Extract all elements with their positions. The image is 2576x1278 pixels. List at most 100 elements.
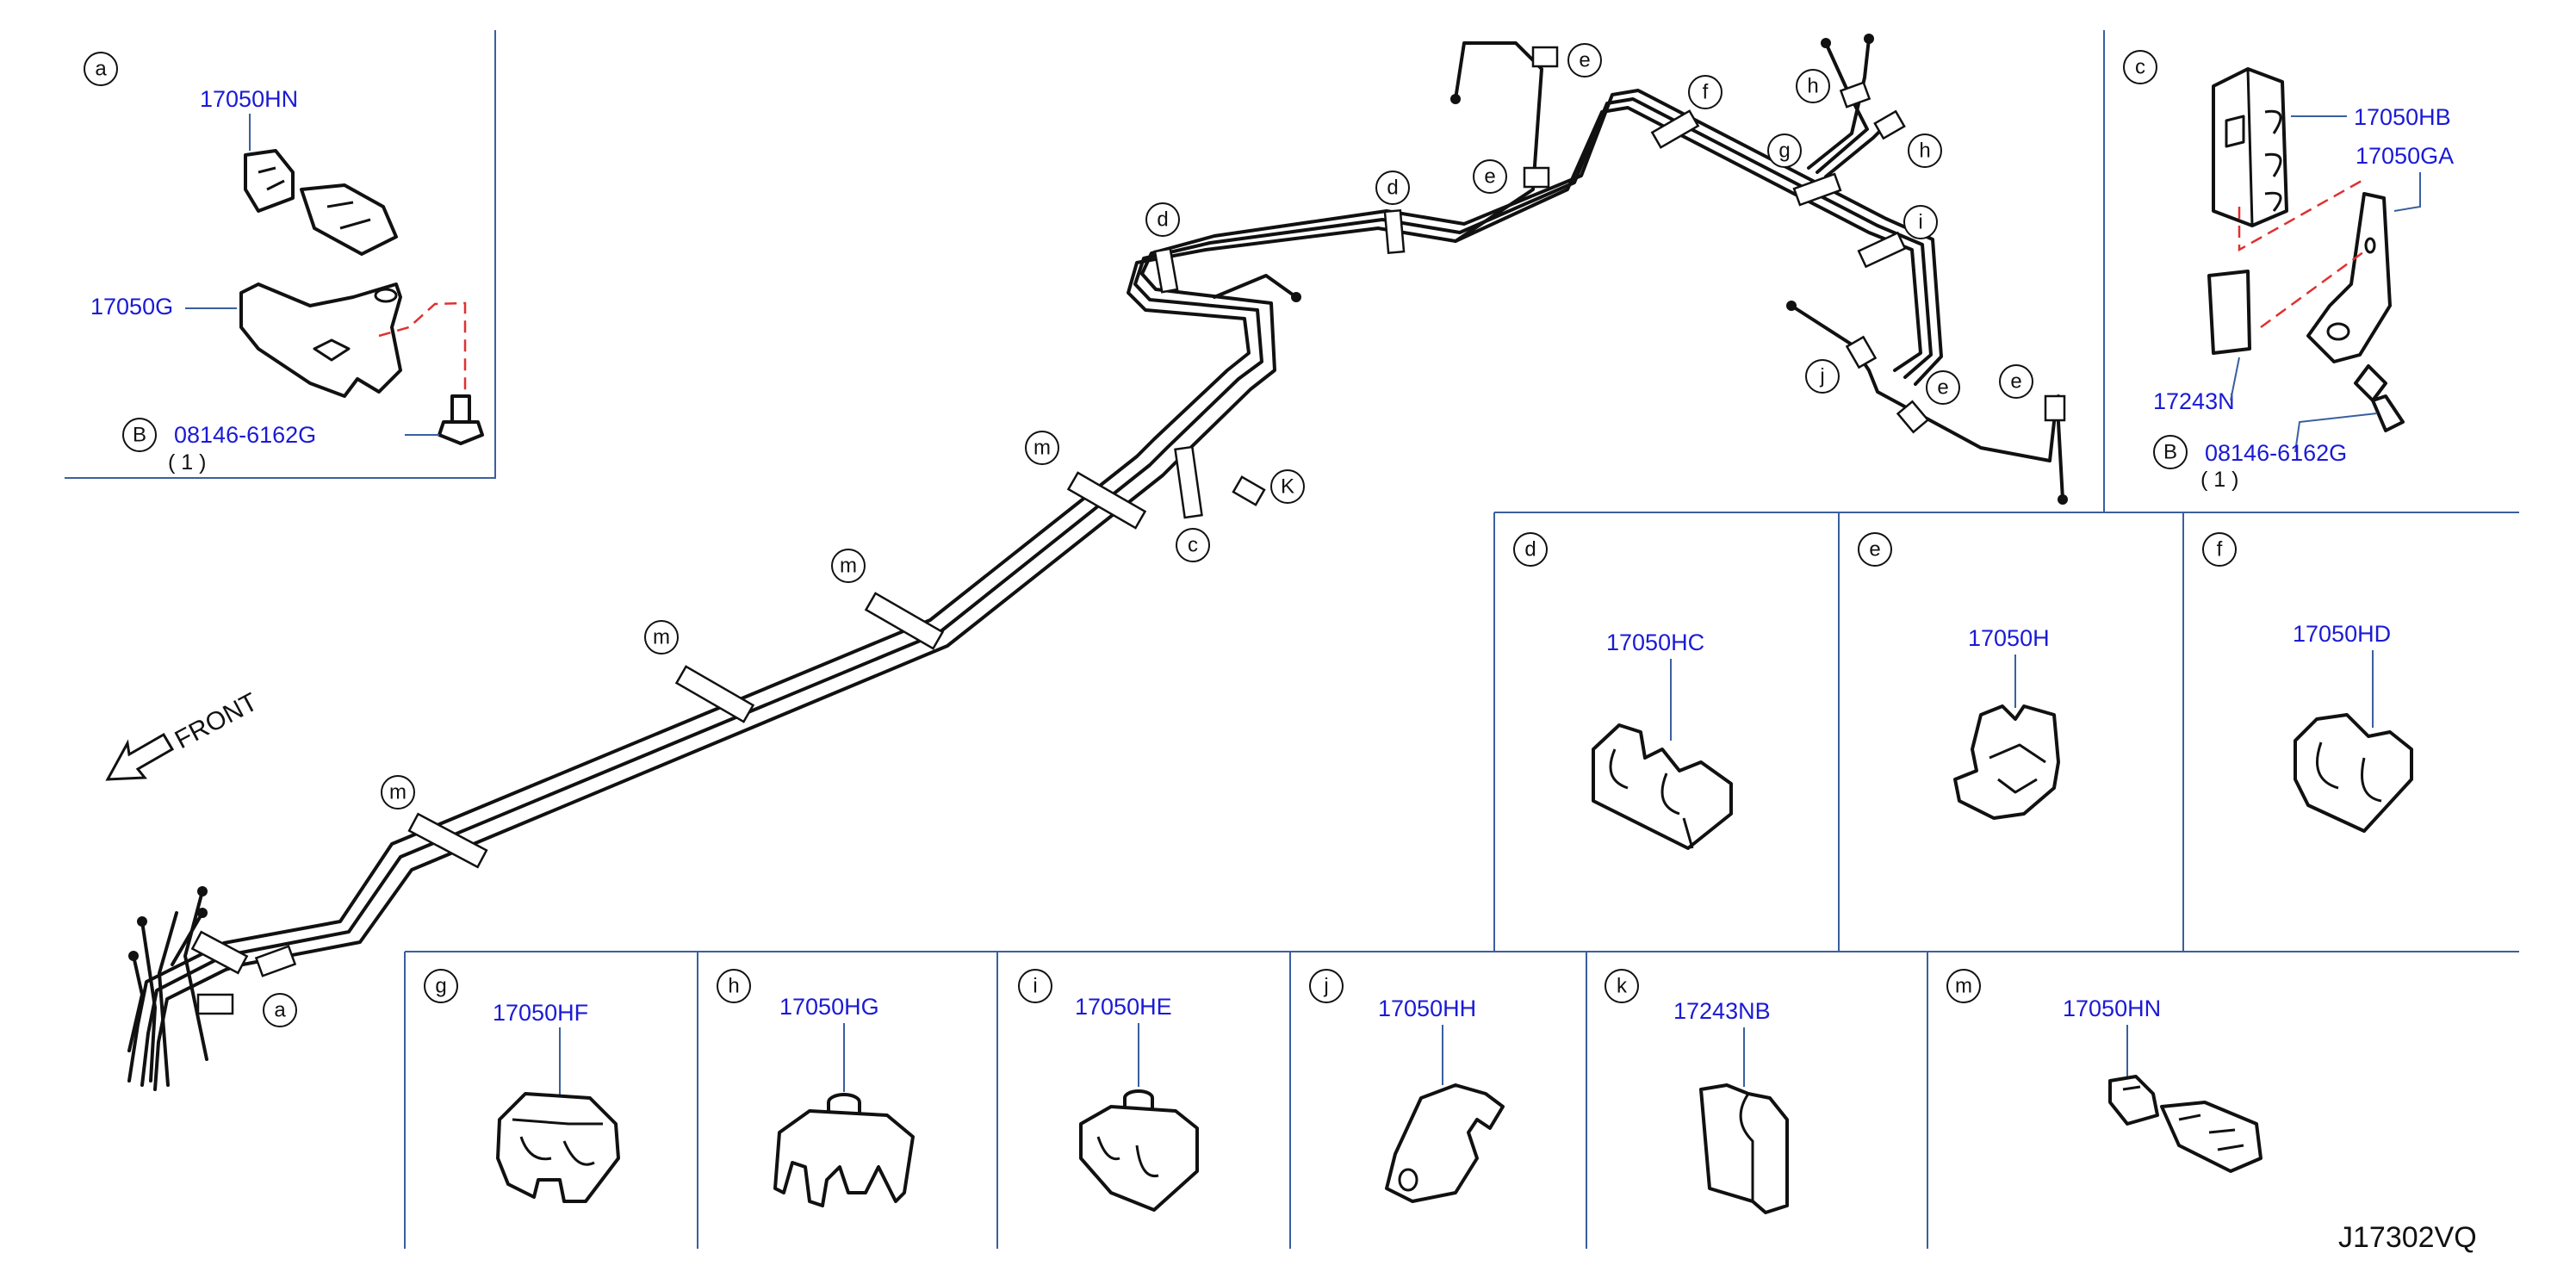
panel-c-callout: c: [2135, 56, 2145, 79]
pipe-end: [1291, 292, 1301, 302]
pipe-end: [1450, 94, 1461, 104]
pipe-clip-g: [1792, 172, 1842, 207]
pipe-clip-h: [1873, 109, 1906, 140]
clip-17050he-icon: [1079, 1089, 1199, 1212]
panels-bottom-frame: [404, 951, 2519, 1249]
svg-text:g: g: [1778, 140, 1790, 163]
callout-m: m: [381, 775, 415, 810]
vent-line: [1213, 274, 1298, 299]
bolt-callout: B: [2163, 441, 2177, 464]
svg-text:j: j: [1819, 365, 1824, 388]
callout-m: m: [1025, 431, 1059, 465]
part-number: 17050G: [90, 294, 173, 320]
callout-e: e: [1999, 364, 2033, 399]
part-number: 17050HN: [200, 86, 298, 112]
svg-text:e: e: [1579, 49, 1590, 72]
part-number: 17050HD: [2293, 621, 2391, 647]
panel-h: h 17050HG: [717, 969, 915, 1207]
callout-k: K: [1270, 469, 1305, 504]
callout-g: g: [1767, 133, 1802, 168]
panel-a-frame: [65, 30, 496, 479]
panel-e-callout: e: [1869, 538, 1880, 561]
panel-k-callout: k: [1617, 975, 1628, 998]
pipe-end: [128, 951, 139, 961]
callout-h: h: [1908, 133, 1942, 168]
callout-h: h: [1796, 69, 1830, 103]
bolt-quantity: ( 1 ): [2200, 468, 2238, 492]
panel-g: g 17050HF: [424, 969, 620, 1203]
panel-i-callout: i: [1033, 975, 1037, 998]
fuel-pipe-2: [140, 97, 1933, 1087]
svg-text:h: h: [1919, 140, 1930, 163]
bolt-part-number: 08146-6162G: [2205, 440, 2347, 466]
svg-text:d: d: [1157, 208, 1168, 232]
pipe-end: [2058, 494, 2068, 505]
bracket-17050ga-icon: [2306, 192, 2392, 363]
part-number: 17050HC: [1606, 630, 1704, 655]
svg-text:m: m: [653, 626, 670, 649]
callout-e: e: [1567, 43, 1602, 78]
fuel-pipe-assembly: [127, 34, 2068, 1091]
part-number: 17050HH: [1378, 996, 1476, 1021]
pipe-clip-i: [1857, 231, 1907, 269]
pipe-clip-j: [1845, 335, 1878, 369]
panel-a: a 17050HN 17050G B 08146-6162G ( 1 ): [84, 52, 484, 475]
panel-a-callout: a: [95, 58, 107, 81]
panel-j-callout: j: [1323, 975, 1328, 998]
callout-d: d: [1145, 202, 1180, 237]
clip-17050hd-icon: [2294, 713, 2413, 833]
pipe-clip-d: [1383, 208, 1406, 255]
pipe-clip-h: [1839, 81, 1871, 109]
clip-17050hh-icon: [1385, 1083, 1505, 1203]
callout-e: e: [1473, 159, 1507, 194]
callout-a: a: [263, 993, 297, 1027]
bolt-icon: [438, 394, 484, 445]
clip-17050hc-icon: [1592, 723, 1733, 850]
pipe-end: [137, 916, 147, 927]
pipe-clip-m: [1066, 471, 1147, 530]
svg-text:K: K: [1281, 475, 1294, 499]
svg-text:h: h: [1807, 75, 1818, 98]
svg-text:m: m: [1034, 437, 1051, 460]
panel-g-callout: g: [435, 975, 446, 998]
clip-17050hn-icon: [2108, 1075, 2263, 1173]
svg-text:d: d: [1387, 177, 1398, 200]
pipe-clip-e: [1523, 166, 1550, 189]
branch-j: [1790, 304, 2064, 501]
diagram-code: J17302VQ: [2338, 1221, 2477, 1254]
fuel-pipe-1: [127, 106, 1922, 1083]
bolt-callout: B: [133, 424, 146, 447]
panel-frames: [65, 30, 2519, 1249]
part-number: 17050GA: [2356, 143, 2454, 169]
svg-text:e: e: [1484, 165, 1495, 189]
part-number: 17243NB: [1673, 998, 1771, 1024]
pipe-clip-f: [1650, 109, 1700, 149]
panel-d: d 17050HC: [1513, 532, 1733, 850]
branch-e-top: [1454, 41, 1543, 243]
panel-d-callout: d: [1524, 538, 1536, 561]
front-arrow: FRONT: [105, 688, 263, 781]
pipe-end: [1864, 34, 1874, 44]
svg-text:m: m: [389, 781, 407, 804]
pipe-clip-m: [407, 812, 488, 869]
front-arrow-icon: [105, 732, 175, 781]
svg-text:m: m: [840, 555, 857, 578]
clip-17050hb-icon: [2212, 67, 2288, 227]
branch-h: [1807, 37, 1892, 178]
callout-f: f: [1688, 75, 1723, 109]
pipe-end: [1821, 38, 1831, 48]
panel-j: j 17050HH: [1309, 969, 1505, 1203]
clip-17050h-icon: [1953, 704, 2060, 820]
callout-j: j: [1805, 359, 1840, 394]
pipe-clip-a: [196, 993, 234, 1015]
branch-front: [127, 890, 208, 1087]
pipe-end: [1786, 301, 1797, 311]
part-number: 17050H: [1968, 625, 2050, 651]
bolt-part-number: 08146-6162G: [174, 422, 316, 448]
part-number: 17050HF: [493, 1000, 588, 1026]
panel-h-callout: h: [728, 975, 739, 998]
pipe-clip-m: [864, 592, 945, 650]
pipe-clip-a: [190, 930, 249, 975]
main-callouts: d d e e f h h g i j e e K c m m m m a: [263, 43, 2033, 1027]
